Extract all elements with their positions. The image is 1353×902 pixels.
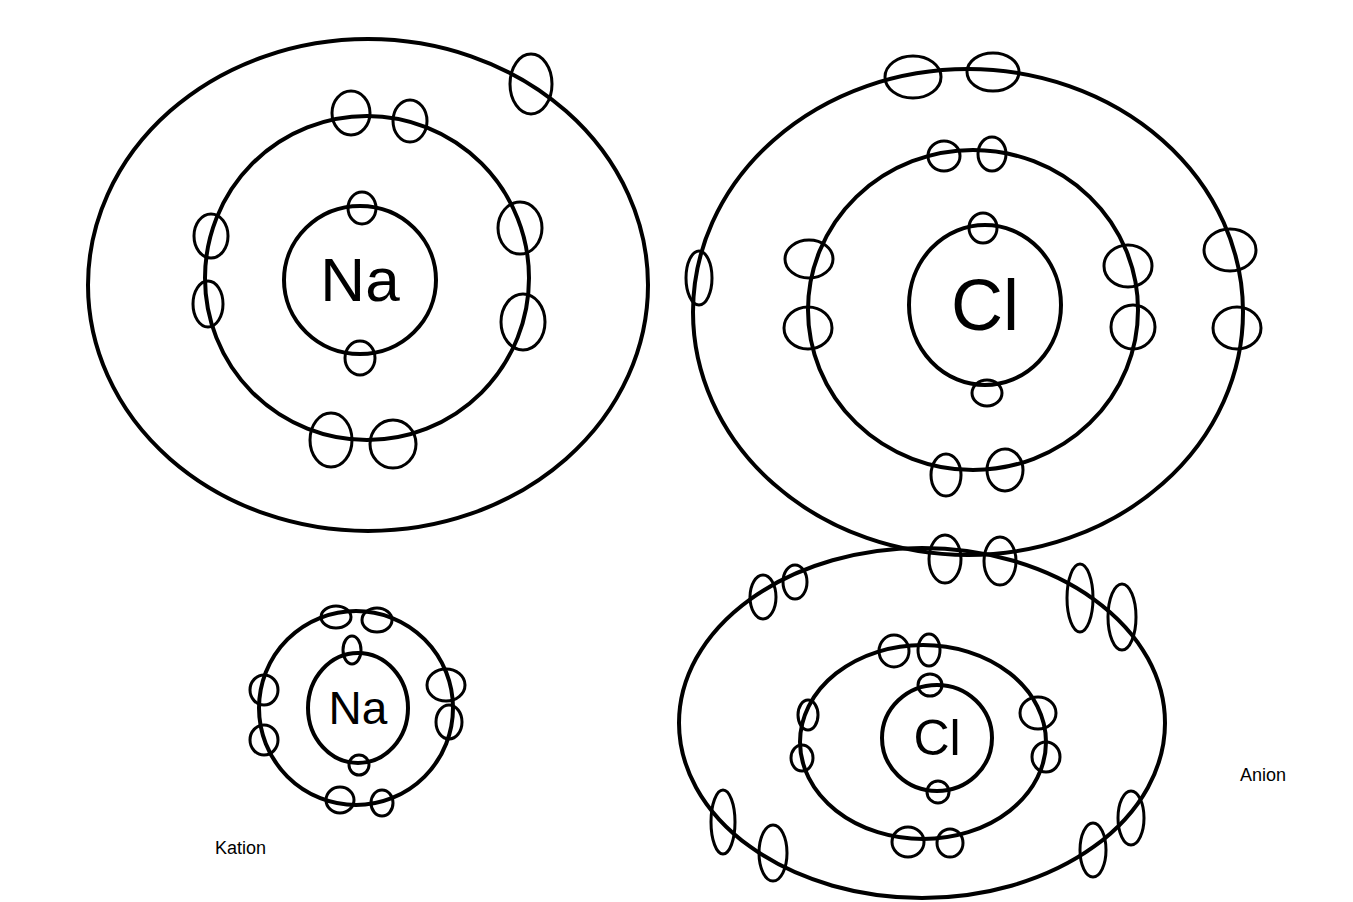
element-symbol: Cl [951,269,1019,341]
element-symbol: Na [320,249,399,311]
nucleus-circle: Na [306,651,410,765]
ion-label: Kation [215,839,266,859]
nucleus-circle: Na [282,204,438,356]
nucleus-circle: Cl [880,683,994,793]
nucleus-circle: Cl [907,223,1063,387]
ion-label: Anion [1240,766,1286,786]
element-symbol: Na [329,685,388,731]
element-symbol: Cl [913,713,960,763]
